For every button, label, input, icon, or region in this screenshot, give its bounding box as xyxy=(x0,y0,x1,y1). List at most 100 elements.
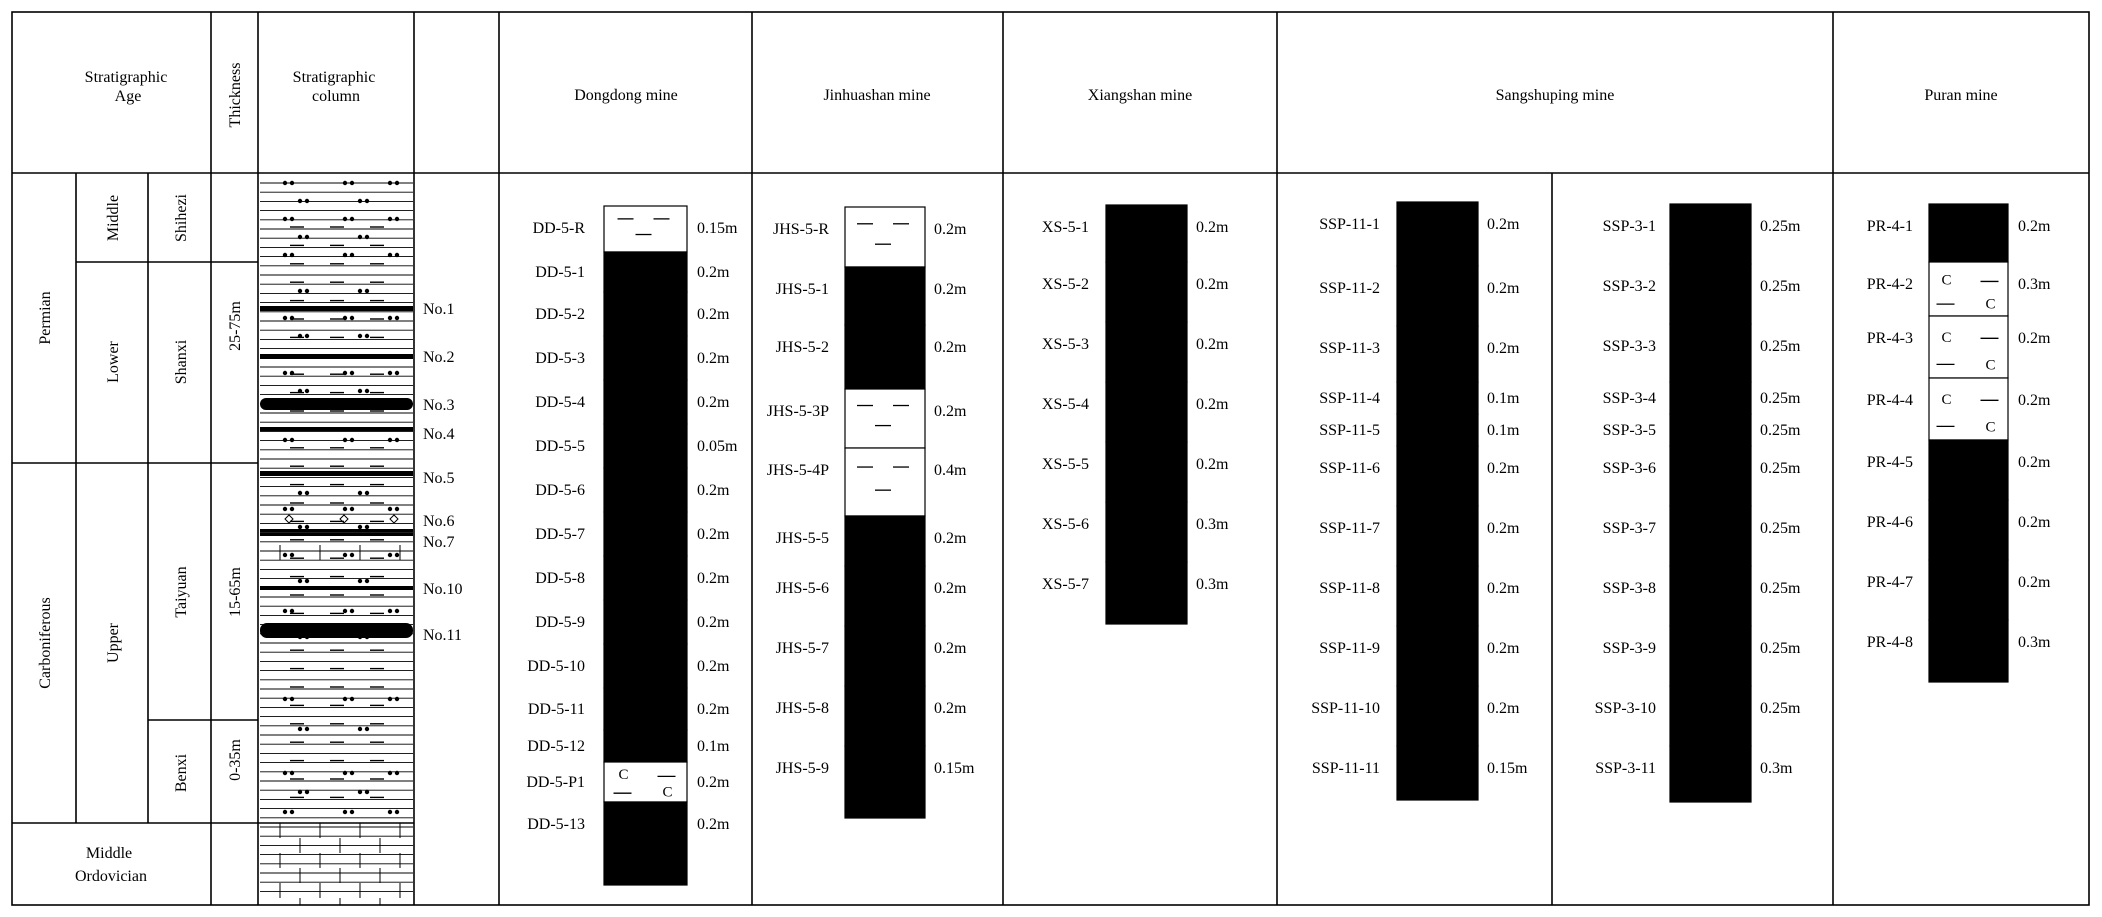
sandstone-dot xyxy=(364,333,370,339)
sample-name: SSP-11-10 xyxy=(1311,700,1380,717)
sample-name: SSP-3-6 xyxy=(1603,460,1656,477)
table-grid xyxy=(11,11,2090,906)
sandstone-dot xyxy=(289,252,295,258)
sample-thickness: 0.2m xyxy=(697,570,730,587)
sample-thickness: 0.15m xyxy=(697,220,738,237)
sample-name: DD-5-11 xyxy=(528,701,585,718)
sample-interval-coal xyxy=(603,729,688,763)
sample-name: DD-5-7 xyxy=(535,526,585,543)
coal-seam-label: No.2 xyxy=(423,349,455,366)
sample-thickness: 0.25m xyxy=(1760,700,1801,717)
sample-name: PR-4-6 xyxy=(1867,514,1913,531)
sample-interval-parting xyxy=(1928,377,2009,441)
sandstone-dot xyxy=(304,198,310,204)
sample-interval-coal xyxy=(603,467,688,513)
sandstone-dot xyxy=(289,770,295,776)
coal-seam-label: No.11 xyxy=(423,627,462,644)
sample-name: DD-5-1 xyxy=(535,264,585,281)
sample-interval-coal xyxy=(603,379,688,425)
sample-name: SSP-3-1 xyxy=(1603,218,1656,235)
coal-seam-label: No.7 xyxy=(423,534,455,551)
sandstone-dot xyxy=(357,388,363,394)
system-permian: Permian xyxy=(37,291,54,344)
sandstone-dot xyxy=(357,726,363,732)
sample-interval-roof xyxy=(844,388,926,449)
sample-thickness: 0.3m xyxy=(2018,276,2051,293)
sample-interval-coal xyxy=(1669,263,1752,325)
sample-interval-coal xyxy=(603,555,688,601)
siderite-nodule xyxy=(389,514,399,524)
sample-interval-coal xyxy=(603,335,688,381)
sandstone-dot xyxy=(394,370,400,376)
series-middle: Middle xyxy=(105,195,122,241)
sample-interval-coal xyxy=(1396,265,1479,327)
sandstone-dot xyxy=(297,789,303,795)
sandstone-dot xyxy=(297,234,303,240)
sandstone-dot xyxy=(342,809,348,815)
sample-interval-coal xyxy=(1669,625,1752,687)
sample-name: DD-5-5 xyxy=(535,438,585,455)
sample-thickness: 0.2m xyxy=(1487,340,1520,357)
sample-name: PR-4-5 xyxy=(1867,454,1913,471)
sandstone-dot xyxy=(289,809,295,815)
sample-name: DD-5-4 xyxy=(535,394,585,411)
sandstone-dot xyxy=(357,524,363,530)
sandstone-dot xyxy=(387,696,393,702)
sandstone-dot xyxy=(387,608,393,614)
sample-thickness: 0.2m xyxy=(697,482,730,499)
sandstone-dot xyxy=(282,809,288,815)
sample-thickness: 0.2m xyxy=(697,816,730,833)
sample-thickness: 0.2m xyxy=(934,339,967,356)
series-lower: Lower xyxy=(105,340,122,382)
sample-thickness: 0.2m xyxy=(697,658,730,675)
sample-name: DD-5-9 xyxy=(535,614,585,631)
sandstone-dot xyxy=(387,180,393,186)
sample-interval-coal xyxy=(1105,441,1188,503)
sandstone-dot xyxy=(282,696,288,702)
carbonaceous-symbol: C xyxy=(1985,357,1995,373)
sample-interval-coal xyxy=(1669,505,1752,567)
sample-thickness: 0.3m xyxy=(1760,760,1793,777)
sample-name: JHS-5-1 xyxy=(776,281,829,298)
sample-interval-coal xyxy=(844,565,926,627)
sample-interval-coal xyxy=(1928,203,2009,263)
sample-name: JHS-5-8 xyxy=(776,700,829,717)
sample-thickness: 0.2m xyxy=(697,350,730,367)
series-upper: Upper xyxy=(105,622,122,663)
sample-name: SSP-3-4 xyxy=(1603,390,1656,407)
sandstone-dot xyxy=(394,252,400,258)
sample-thickness: 0.2m xyxy=(2018,514,2051,531)
sample-name: SSP-11-6 xyxy=(1319,460,1380,477)
sample-name: JHS-5-5 xyxy=(776,530,829,547)
siderite-nodule xyxy=(284,514,294,524)
coal-seam-no7-bar xyxy=(260,533,413,536)
sample-thickness: 0.2m xyxy=(1487,700,1520,717)
sample-thickness: 0.2m xyxy=(934,530,967,547)
stratigraphic-age-header: Stratigraphic Age xyxy=(85,69,172,105)
sandstone-dot xyxy=(342,216,348,222)
jinhuashan-mine-header: Jinhuashan mine xyxy=(823,87,930,104)
sample-thickness: 0.2m xyxy=(1196,336,1229,353)
sample-interval-coal xyxy=(1669,565,1752,627)
sandstone-dot xyxy=(387,370,393,376)
xiangshan-mine-header: Xiangshan mine xyxy=(1088,87,1192,104)
sandstone-dot xyxy=(297,578,303,584)
sample-name: DD-5-3 xyxy=(535,350,585,367)
sample-interval-coal xyxy=(1928,619,2009,683)
sandstone-dot xyxy=(342,252,348,258)
sample-thickness: 0.2m xyxy=(697,774,730,791)
sample-name: PR-4-8 xyxy=(1867,634,1913,651)
carbonaceous-symbol: C xyxy=(1941,392,1951,408)
stratigraphic-column-header: Stratigraphic column xyxy=(293,69,380,105)
sandstone-dot xyxy=(394,696,400,702)
sandstone-dot xyxy=(357,288,363,294)
sample-name: SSP-11-5 xyxy=(1319,422,1380,439)
sample-thickness: 0.2m xyxy=(1196,219,1229,236)
stratigraphic-column xyxy=(260,180,413,905)
sample-interval-coal xyxy=(603,687,688,731)
